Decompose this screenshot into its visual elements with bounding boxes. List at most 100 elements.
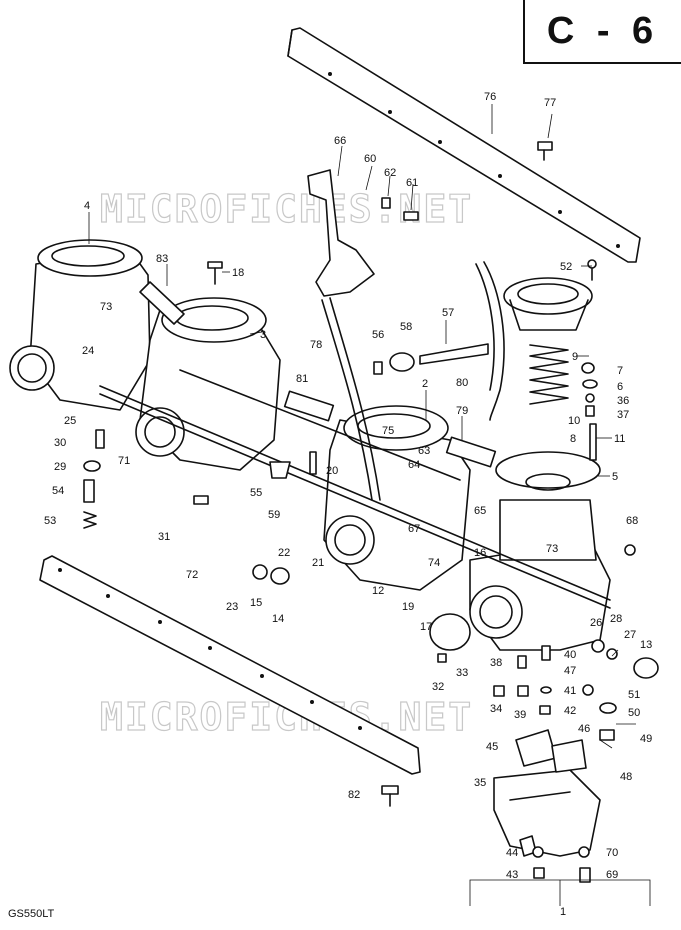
label-1: 1 bbox=[560, 906, 566, 918]
label-8: 8 bbox=[570, 433, 576, 445]
label-18: 18 bbox=[232, 267, 244, 279]
label-63: 63 bbox=[418, 445, 430, 457]
label-83: 83 bbox=[156, 253, 168, 265]
label-41: 41 bbox=[564, 685, 576, 697]
label-37: 37 bbox=[617, 409, 629, 421]
label-66: 66 bbox=[334, 135, 346, 147]
label-22: 22 bbox=[278, 547, 290, 559]
fuel-joint-81 bbox=[283, 390, 335, 422]
label-35: 35 bbox=[474, 777, 486, 789]
label-43: 43 bbox=[506, 869, 518, 881]
label-68: 68 bbox=[626, 515, 638, 527]
float-bowl bbox=[493, 769, 601, 857]
label-57: 57 bbox=[442, 307, 454, 319]
label-59: 59 bbox=[268, 509, 280, 521]
carburetor-body-right bbox=[469, 451, 611, 651]
fuel-joint-79 bbox=[445, 436, 497, 468]
label-77: 77 bbox=[544, 97, 556, 109]
label-45: 45 bbox=[486, 741, 498, 753]
label-4: 4 bbox=[84, 200, 90, 212]
label-62: 62 bbox=[384, 167, 396, 179]
screw-82 bbox=[381, 785, 399, 807]
label-54: 54 bbox=[52, 485, 64, 497]
label-33: 33 bbox=[456, 667, 468, 679]
label-21: 21 bbox=[312, 557, 324, 569]
label-47: 47 bbox=[564, 665, 576, 677]
label-17: 17 bbox=[420, 621, 432, 633]
label-39: 39 bbox=[514, 709, 526, 721]
label-40: 40 bbox=[564, 649, 576, 661]
label-11: 11 bbox=[614, 433, 625, 445]
vent-tube bbox=[483, 261, 505, 421]
label-10: 10 bbox=[568, 415, 580, 427]
carburetor-body-second bbox=[135, 297, 281, 471]
label-25: 25 bbox=[64, 415, 76, 427]
label-5: 5 bbox=[612, 471, 618, 483]
label-46: 46 bbox=[578, 723, 590, 735]
float bbox=[515, 729, 587, 773]
label-70: 70 bbox=[606, 847, 618, 859]
label-6: 6 bbox=[617, 381, 623, 393]
label-82: 82 bbox=[348, 789, 360, 801]
piston-spring bbox=[529, 344, 569, 405]
label-48: 48 bbox=[620, 771, 632, 783]
label-75: 75 bbox=[382, 425, 394, 437]
label-72: 72 bbox=[186, 569, 198, 581]
label-64: 64 bbox=[408, 459, 420, 471]
label-51: 51 bbox=[628, 689, 640, 701]
label-26: 26 bbox=[590, 617, 602, 629]
label-3: 3 bbox=[260, 329, 266, 341]
label-42: 42 bbox=[564, 705, 576, 717]
small-parts bbox=[83, 197, 659, 883]
label-23: 23 bbox=[226, 601, 238, 613]
cable-bracket bbox=[307, 169, 375, 297]
label-76: 76 bbox=[484, 91, 496, 103]
label-58: 58 bbox=[400, 321, 412, 333]
section-code-box: C - 6 bbox=[523, 0, 681, 64]
label-34: 34 bbox=[490, 703, 502, 715]
label-73a: 73 bbox=[100, 301, 112, 313]
label-79: 79 bbox=[456, 405, 468, 417]
label-73b: 73 bbox=[546, 543, 558, 555]
label-81: 81 bbox=[296, 373, 308, 385]
label-9: 9 bbox=[572, 351, 578, 363]
label-65: 65 bbox=[474, 505, 486, 517]
section-code: C - 6 bbox=[546, 9, 660, 52]
label-56: 56 bbox=[372, 329, 384, 341]
label-55: 55 bbox=[250, 487, 262, 499]
label-13: 13 bbox=[640, 639, 652, 651]
label-30: 30 bbox=[54, 437, 66, 449]
label-15: 15 bbox=[250, 597, 262, 609]
label-20: 20 bbox=[326, 465, 338, 477]
label-28: 28 bbox=[610, 613, 622, 625]
label-80: 80 bbox=[456, 377, 468, 389]
label-14: 14 bbox=[272, 613, 284, 625]
label-12: 12 bbox=[372, 585, 384, 597]
upper-bracket-rail bbox=[287, 27, 641, 263]
label-74: 74 bbox=[428, 557, 440, 569]
label-50: 50 bbox=[628, 707, 640, 719]
label-2: 2 bbox=[422, 378, 428, 390]
label-16: 16 bbox=[474, 547, 486, 559]
screw-77 bbox=[537, 141, 553, 161]
label-44: 44 bbox=[506, 847, 518, 859]
label-24: 24 bbox=[82, 345, 94, 357]
label-78: 78 bbox=[310, 339, 322, 351]
carburetor-body-left bbox=[9, 239, 151, 411]
throttle-cable bbox=[321, 299, 373, 501]
label-69: 69 bbox=[606, 869, 618, 881]
leader-lines bbox=[88, 104, 651, 906]
vacuum-chamber-cap bbox=[503, 277, 593, 331]
label-27: 27 bbox=[624, 629, 636, 641]
label-32: 32 bbox=[432, 681, 444, 693]
label-29: 29 bbox=[54, 461, 66, 473]
label-49: 49 bbox=[640, 733, 652, 745]
label-19: 19 bbox=[402, 601, 414, 613]
throttle-shaft bbox=[99, 369, 611, 609]
label-61: 61 bbox=[406, 177, 418, 189]
connecting-pipe bbox=[139, 281, 185, 325]
screw-18 bbox=[207, 261, 223, 285]
lower-bracket-rail bbox=[39, 555, 421, 775]
label-67: 67 bbox=[408, 523, 420, 535]
